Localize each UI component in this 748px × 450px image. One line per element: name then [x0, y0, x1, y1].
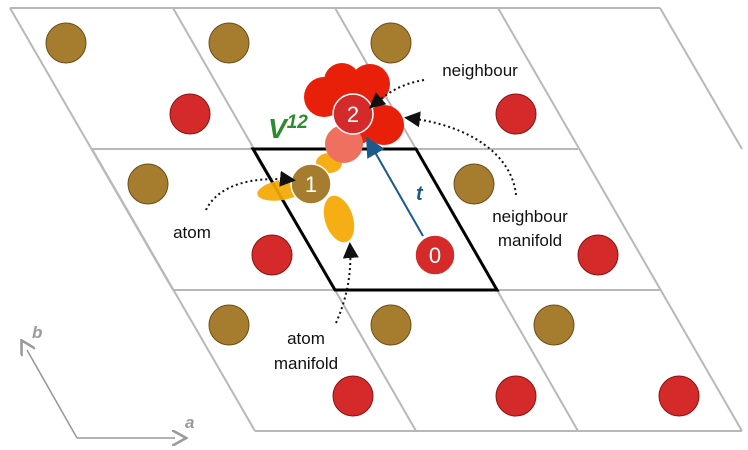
axis-b-arrow-icon [27, 350, 78, 439]
brown-site [208, 304, 250, 346]
site-1: 1 [290, 163, 332, 205]
brown-site [208, 22, 250, 64]
atom-label: atom [173, 223, 211, 242]
atom-manifold-callout-arrow [335, 242, 359, 324]
coupling-label: V12 [268, 112, 308, 144]
red-site [495, 93, 537, 135]
site-0: 0 [414, 234, 456, 276]
brown-sites [45, 22, 575, 346]
red-site [169, 93, 211, 135]
vector-t-label: t [416, 183, 424, 205]
red-site [577, 234, 619, 276]
atom-manifold-label-line1: atom [287, 329, 325, 348]
brown-site [45, 22, 87, 64]
red-site [495, 375, 537, 417]
red-site [251, 234, 293, 276]
axis-b-label: b [32, 323, 42, 342]
brown-site [453, 163, 495, 205]
neighbour-manifold-label-line2: manifold [498, 231, 562, 250]
neighbour-label: neighbour [442, 61, 518, 80]
atom-manifold-label-line2: manifold [274, 354, 338, 373]
red-site [658, 375, 700, 417]
neighbour-callout-arrow [368, 79, 425, 109]
vector-t-arrow-icon [366, 136, 424, 237]
axis-a-label: a [185, 413, 194, 432]
callout-arrows [205, 79, 517, 324]
brown-site [370, 304, 412, 346]
lattice-axes [27, 350, 175, 438]
site-0-label: 0 [429, 243, 441, 268]
red-sites [169, 93, 700, 417]
neighbour-manifold-label-line1: neighbour [492, 207, 568, 226]
brown-site [370, 22, 412, 64]
brown-site [127, 163, 169, 205]
red-site [332, 375, 374, 417]
site-1-label: 1 [305, 172, 317, 197]
brown-site [533, 304, 575, 346]
site-2-label: 2 [347, 102, 359, 127]
site-2: 2 [332, 93, 374, 135]
